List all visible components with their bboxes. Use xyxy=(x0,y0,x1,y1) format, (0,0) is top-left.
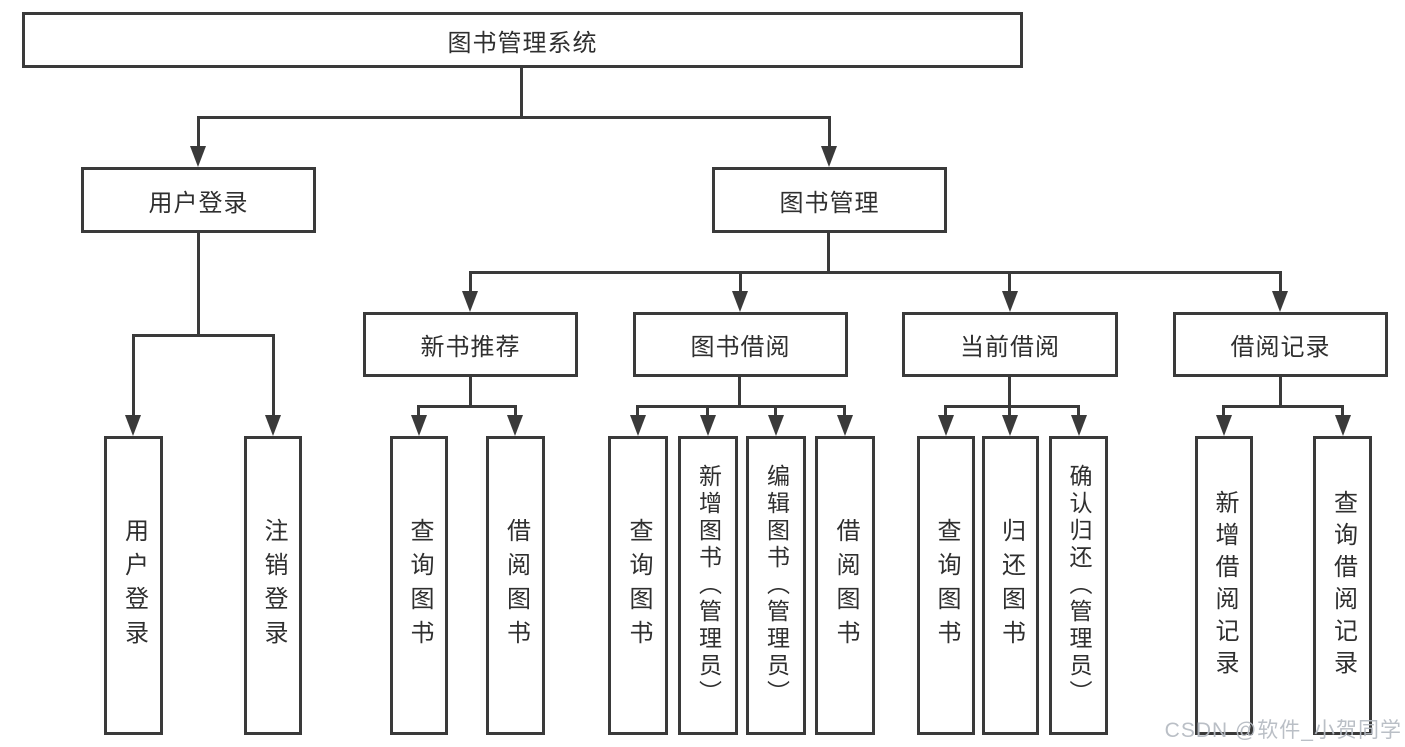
connector-records-hline xyxy=(1222,405,1344,408)
connector-newbook-child1-stem xyxy=(417,405,420,416)
arrow-to-book-management xyxy=(821,146,837,167)
leaf-user-login-label: 用户登录 xyxy=(120,517,148,654)
node-book-borrow: 图书借阅 xyxy=(633,312,848,377)
arrow-records-child1 xyxy=(1216,415,1232,436)
connector-book-management-stem xyxy=(827,233,830,274)
leaf-borrow-edit-admin-label: 编辑图书（管理员） xyxy=(763,464,790,707)
arrow-to-bookborrow xyxy=(732,291,748,312)
leaf-borrow-query-label: 查询图书 xyxy=(625,517,652,654)
connector-newbook-child2-stem xyxy=(514,405,517,416)
connector-currentborrow-child1-stem xyxy=(944,405,947,416)
leaf-current-confirm-admin-label: 确认归还（管理员） xyxy=(1066,464,1092,707)
arrow-bookborrow-child1 xyxy=(630,415,646,436)
connector-to-currentborrow-stem xyxy=(1008,271,1011,292)
connector-currentborrow-child2-stem xyxy=(1008,405,1011,416)
leaf-borrow-borrow-label: 借阅图书 xyxy=(832,517,859,654)
node-user-login: 用户登录 xyxy=(81,167,316,233)
connector-newbook-stem xyxy=(469,377,472,408)
leaf-borrow-query: 查询图书 xyxy=(608,436,668,735)
connector-to-leaf-logout-stem xyxy=(272,334,275,415)
connector-to-book-management-stem xyxy=(828,116,831,147)
connector-newbook-hline xyxy=(417,405,517,408)
arrow-to-records xyxy=(1272,291,1288,312)
arrow-to-leaf-user-login xyxy=(125,415,141,436)
node-book-management-label: 图书管理 xyxy=(779,189,880,217)
connector-to-bookborrow-stem xyxy=(739,271,742,292)
arrow-currentborrow-child3 xyxy=(1071,415,1087,436)
connector-to-records-stem xyxy=(1279,271,1282,292)
connector-currentborrow-stem xyxy=(1008,377,1011,408)
leaf-records-add-label: 新增借阅记录 xyxy=(1211,489,1238,682)
connector-bookborrow-child4-stem xyxy=(843,405,846,416)
node-borrow-records-label: 借阅记录 xyxy=(1230,334,1331,361)
arrow-newbook-child1 xyxy=(411,415,427,436)
leaf-records-query: 查询借阅记录 xyxy=(1313,436,1372,735)
node-book-borrow-label: 图书借阅 xyxy=(690,334,791,361)
connector-bookborrow-child2-stem xyxy=(706,405,709,416)
leaf-borrow-borrow: 借阅图书 xyxy=(815,436,875,735)
arrow-currentborrow-child1 xyxy=(938,415,954,436)
leaf-borrow-edit-admin: 编辑图书（管理员） xyxy=(746,436,806,735)
arrow-bookborrow-child2 xyxy=(700,415,716,436)
connector-bookborrow-child3-stem xyxy=(774,405,777,416)
leaf-borrow-add-admin: 新增图书（管理员） xyxy=(678,436,738,735)
node-book-management: 图书管理 xyxy=(712,167,947,233)
leaf-current-return-label: 归还图书 xyxy=(997,517,1025,654)
node-new-book-recommend: 新书推荐 xyxy=(363,312,578,377)
arrow-bookborrow-child4 xyxy=(837,415,853,436)
node-current-borrow: 当前借阅 xyxy=(902,312,1118,377)
leaf-newbook-borrow: 借阅图书 xyxy=(486,436,545,735)
node-borrow-records: 借阅记录 xyxy=(1173,312,1388,377)
node-root: 图书管理系统 xyxy=(22,12,1023,68)
leaf-newbook-query: 查询图书 xyxy=(390,436,448,735)
connector-records-child1-stem xyxy=(1222,405,1225,416)
connector-root-hline xyxy=(197,116,831,119)
connector-root-stem xyxy=(520,67,523,119)
connector-currentborrow-child3-stem xyxy=(1077,405,1080,416)
node-user-login-label: 用户登录 xyxy=(148,189,249,217)
arrow-to-newbook xyxy=(462,291,478,312)
connector-records-child2-stem xyxy=(1341,405,1344,416)
arrow-records-child2 xyxy=(1335,415,1351,436)
arrow-currentborrow-child2 xyxy=(1002,415,1018,436)
leaf-user-login: 用户登录 xyxy=(104,436,163,735)
leaf-newbook-query-label: 查询图书 xyxy=(406,517,433,654)
connector-to-newbook-stem xyxy=(469,271,472,292)
connector-currentborrow-hline xyxy=(944,405,1080,408)
leaf-current-return: 归还图书 xyxy=(982,436,1039,735)
leaf-current-query: 查询图书 xyxy=(917,436,975,735)
arrow-newbook-child2 xyxy=(507,415,523,436)
node-root-label: 图书管理系统 xyxy=(447,29,598,57)
connector-user-login-stem xyxy=(197,233,200,337)
arrow-bookborrow-child3 xyxy=(768,415,784,436)
arrow-to-leaf-logout xyxy=(265,415,281,436)
connector-user-login-hline xyxy=(132,334,275,337)
node-new-book-recommend-label: 新书推荐 xyxy=(420,334,521,361)
leaf-logout-label: 注销登录 xyxy=(260,517,287,654)
connector-bookborrow-child1-stem xyxy=(636,405,639,416)
node-current-borrow-label: 当前借阅 xyxy=(960,334,1060,361)
connector-bookborrow-hline xyxy=(636,405,846,408)
leaf-logout: 注销登录 xyxy=(244,436,302,735)
leaf-records-add: 新增借阅记录 xyxy=(1195,436,1253,735)
leaf-borrow-add-admin-label: 新增图书（管理员） xyxy=(695,464,722,707)
csdn-watermark: CSDN @软件_小贺同学 xyxy=(1164,719,1402,742)
connector-records-stem xyxy=(1279,377,1282,408)
arrow-to-user-login xyxy=(190,146,206,167)
leaf-newbook-borrow-label: 借阅图书 xyxy=(502,517,530,654)
leaf-current-confirm-admin: 确认归还（管理员） xyxy=(1049,436,1108,735)
connector-to-leaf-user-login-stem xyxy=(132,334,135,415)
connector-to-user-login-stem xyxy=(197,116,200,147)
leaf-records-query-label: 查询借阅记录 xyxy=(1329,489,1357,682)
connector-book-management-hline xyxy=(469,271,1282,274)
leaf-current-query-label: 查询图书 xyxy=(933,517,960,654)
connector-bookborrow-stem xyxy=(738,377,741,408)
arrow-to-currentborrow xyxy=(1002,291,1018,312)
